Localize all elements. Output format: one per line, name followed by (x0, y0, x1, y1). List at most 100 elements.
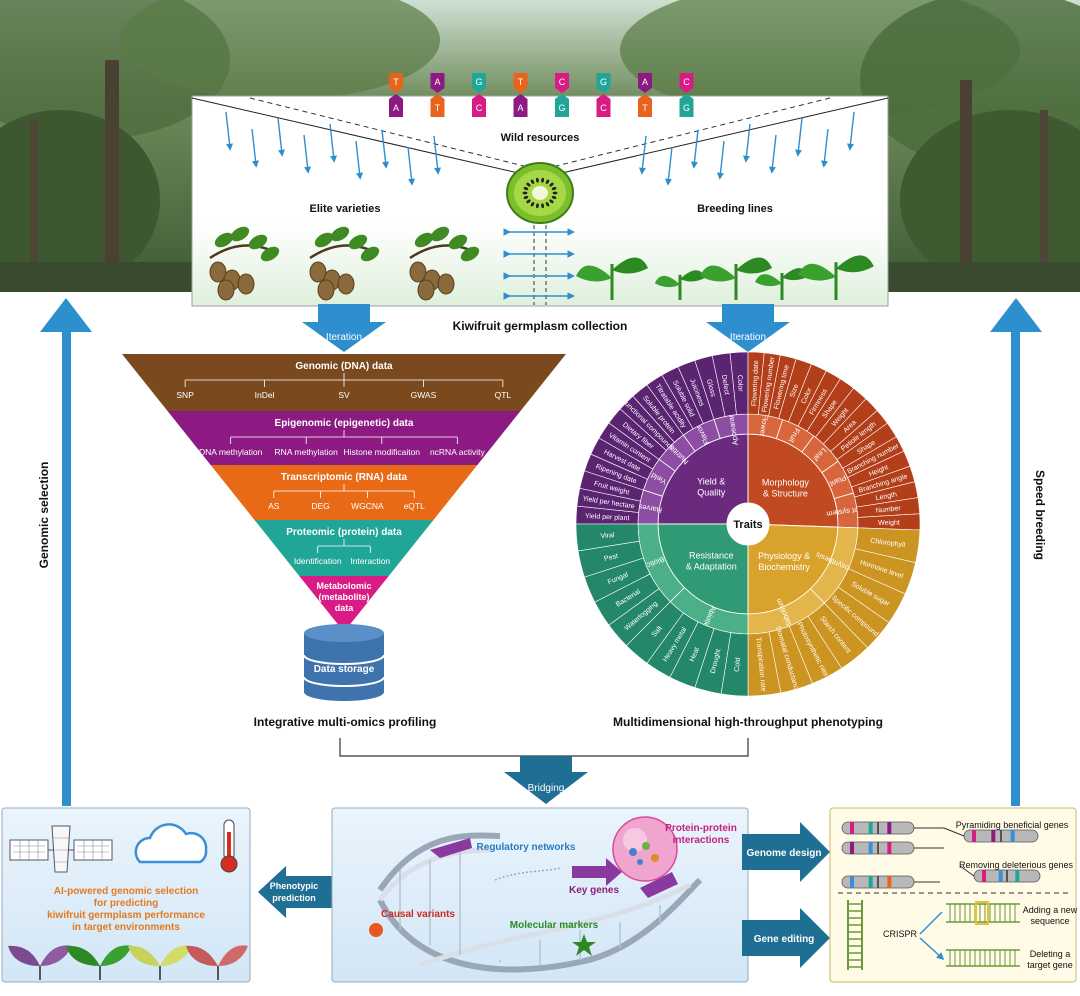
key-gene-arrow-icon (572, 858, 622, 886)
rain-arrow (742, 123, 751, 163)
iteration-arrow-right: Iteration (706, 304, 790, 352)
variant-dot-icon (369, 923, 383, 937)
genomic-selection-label: Genomic selection (37, 462, 51, 569)
chromosome-icon (841, 841, 915, 855)
base-letter: G (683, 103, 690, 113)
network-line (494, 867, 561, 881)
ai-selection-panel: AI-powered genomic selection for predict… (1, 807, 251, 983)
kiwi-seed (545, 202, 550, 207)
kiwifruit-icon (506, 162, 574, 224)
sector-name: Biochemistry (758, 562, 810, 572)
sector-name: Resistance (689, 550, 734, 560)
rain-arrow (381, 129, 390, 169)
protein-sphere-icon (612, 816, 678, 882)
wild-resource-arrows (225, 111, 855, 186)
kiwi-seed (535, 203, 539, 209)
base-letter: C (600, 103, 607, 113)
kiwi-seed (552, 191, 558, 195)
kiwi-seed (523, 187, 529, 191)
base-pair-tag: AT (638, 73, 652, 117)
speed-breeding-arrow: Speed breeding (990, 298, 1047, 806)
chromosome-icon (973, 869, 1041, 883)
trait-label: Flowering date (751, 360, 760, 406)
base-letter: T (518, 77, 524, 87)
sector-name: & Structure (763, 488, 808, 498)
star-icon (572, 934, 596, 956)
sector-name: Morphology (762, 477, 810, 487)
kiwi-seed (549, 199, 554, 204)
kiwi-vine-icon (309, 226, 380, 301)
data-storage-label: Data storage (314, 664, 375, 675)
omics-layer-title: Genomic (DNA) data (295, 361, 393, 372)
trait-label: Pest (603, 553, 618, 563)
trait-label: Defect (720, 374, 730, 395)
phenotypic-prediction-arrow: Phenotypic prediction (258, 866, 332, 918)
trait-label: Harvest (635, 502, 663, 515)
omics-layer: Metabolomic(metabolite)data (299, 576, 389, 632)
kiwi-vine-icons (209, 226, 480, 301)
base-letter: A (434, 77, 440, 87)
kiwi-seed (526, 182, 531, 187)
exchange-arrows (503, 228, 575, 300)
ai-text-line-3: kiwifruit germplasm performance (47, 910, 205, 921)
rain-arrow (690, 129, 699, 169)
base-letter: G (600, 77, 607, 87)
collection-title: Kiwifruit germplasm collection (453, 319, 628, 333)
dna-insertion-icon (946, 901, 1020, 925)
chromosome-icon (841, 875, 915, 889)
sector-name: Yield & (697, 477, 725, 487)
omics-layer-title: (metabolite) (318, 592, 369, 602)
kiwi-seed (541, 177, 545, 183)
trait-label: Number (876, 505, 902, 515)
orchard-background (0, 0, 1080, 292)
base-letter: A (642, 77, 648, 87)
genome-design-arrow: Genome design (742, 822, 830, 882)
kiwi-seed (535, 177, 539, 183)
elite-varieties-label: Elite varieties (310, 203, 381, 215)
chromosome-icon (963, 829, 1039, 843)
kiwi-seed (551, 195, 557, 199)
breeding-lines-label: Breeding lines (697, 203, 773, 215)
thermometer-icon (220, 819, 238, 873)
genome-design-label: Genome design (746, 848, 821, 859)
omics-item: eQTL (404, 501, 426, 511)
omics-item: InDel (255, 390, 275, 400)
causal-variants-label: Causal variants (381, 909, 455, 920)
chromosome-icons (841, 821, 1041, 889)
key-genes-label: Key genes (569, 885, 619, 896)
rain-arrow (664, 146, 673, 186)
cloud-icon (134, 823, 208, 864)
omics-item: SV (338, 390, 350, 400)
omics-item: ncRNA activity (430, 447, 486, 457)
trait-label: Length (875, 491, 897, 502)
kiwi-seed (526, 199, 531, 204)
kiwi-vine-icon (409, 226, 480, 301)
purple-arrow-icon (640, 872, 678, 898)
base-letter: C (559, 77, 566, 87)
seedling-icon (798, 255, 874, 300)
trait-label: Viral (600, 532, 615, 540)
seedling-icon (700, 257, 772, 300)
phenotypic-label-1: Phenotypic (270, 881, 319, 891)
kiwi-vine-icon (209, 226, 280, 301)
kiwi-seed (545, 179, 550, 184)
seedling-icons (576, 255, 874, 300)
adding-label-1: Adding a new (1023, 905, 1078, 915)
ai-text-line-1: AI-powered genomic selection (54, 886, 198, 897)
base-pair-tag: TA (513, 73, 528, 117)
rain-arrow (303, 134, 312, 174)
data-storage-icon: Data storage (303, 624, 385, 701)
ppi-label-1: Protein-protein (665, 823, 737, 834)
seedling-icon (576, 257, 648, 300)
base-pair-tag: AT (430, 73, 445, 117)
rain-arrow (768, 134, 777, 174)
iteration-label-right: Iteration (730, 332, 766, 343)
phenotyping-title: Multidimensional high-throughput phenoty… (613, 715, 883, 729)
iteration-arrow-left: Iteration (302, 304, 386, 352)
base-letter: C (476, 103, 483, 113)
omics-item: Interaction (350, 556, 390, 566)
